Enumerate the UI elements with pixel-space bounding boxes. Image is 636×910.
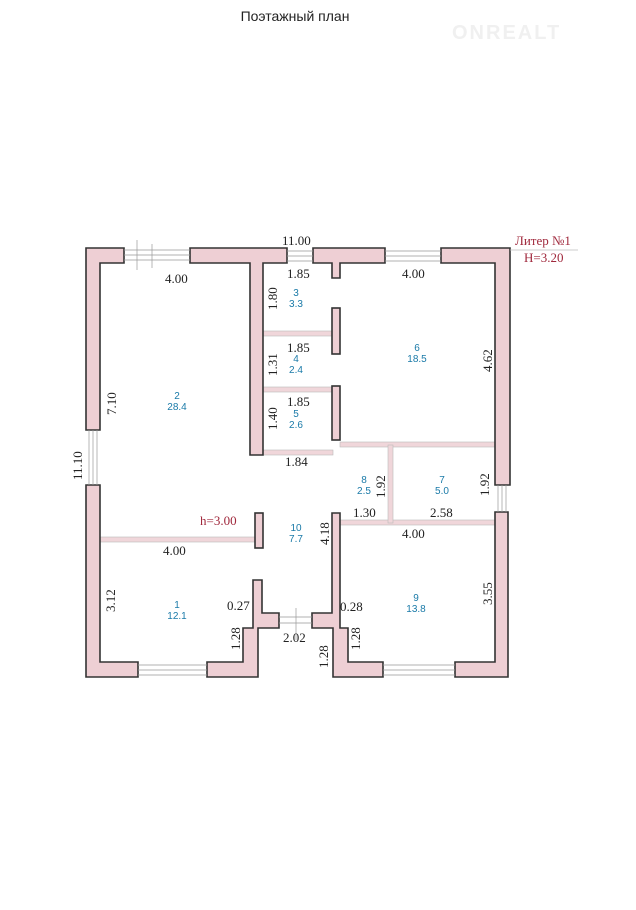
- window-lines: [385, 250, 441, 262]
- dim-total-width: 11.00: [282, 233, 311, 248]
- wall-segment: [85, 484, 139, 678]
- dim-r5-height: 1.40: [265, 407, 280, 430]
- dim-left-jog: 0.27: [227, 598, 250, 613]
- wall-segment: [331, 385, 341, 441]
- wall-segment: [331, 307, 341, 355]
- dim-r8-height: 1.92: [373, 475, 388, 498]
- dim-right-entry-1: 1.28: [316, 645, 331, 668]
- room-1-number: 1: [174, 600, 180, 611]
- window-lines: [279, 608, 312, 640]
- dim-r3-width: 1.85: [287, 266, 310, 281]
- windows: [88, 240, 507, 676]
- dim-r5-width: 1.85: [287, 394, 310, 409]
- room-9-area: 13.8: [406, 604, 426, 615]
- dim-entry-width: 2.02: [283, 630, 306, 645]
- wall-segment: [387, 444, 394, 524]
- room-6-number: 6: [414, 343, 420, 354]
- wall-segment: [262, 330, 334, 337]
- room-6-area: 18.5: [407, 354, 427, 365]
- liter-label: Литер №1: [515, 233, 571, 248]
- wall-segment: [254, 512, 264, 549]
- room-4-area: 2.4: [289, 365, 303, 376]
- dim-r6-height: 4.62: [480, 349, 495, 372]
- walls: [85, 247, 511, 678]
- wall-segment: [206, 579, 280, 678]
- page-title: Поэтажный план: [240, 8, 350, 24]
- room-5-number: 5: [293, 409, 299, 420]
- wall-segment: [339, 519, 496, 526]
- room-7-area: 5.0: [435, 486, 449, 497]
- window-lines: [497, 485, 507, 512]
- window-lines: [383, 664, 455, 676]
- window-lines: [138, 664, 207, 676]
- dim-r6-width: 4.00: [402, 266, 425, 281]
- room-8-number: 8: [361, 475, 367, 486]
- dim-r7-height: 1.92: [477, 473, 492, 496]
- wall-segment: [312, 247, 386, 279]
- window-lines: [88, 430, 98, 485]
- wall-segment: [311, 512, 384, 678]
- dim-r1-height: 3.12: [103, 589, 118, 612]
- dim-r4-height: 1.31: [265, 353, 280, 376]
- room-10-area: 7.7: [289, 534, 303, 545]
- dim-r7-width: 2.58: [430, 505, 453, 520]
- dim-r2-height: 7.10: [104, 392, 119, 415]
- room-3-area: 3.3: [289, 299, 303, 310]
- wall-segment: [189, 247, 288, 456]
- room-height-label: h=3.00: [200, 513, 237, 528]
- room-7-number: 7: [439, 475, 445, 486]
- dim-r8-width: 1.30: [353, 505, 376, 520]
- wall-segment: [454, 511, 509, 678]
- room-1-area: 12.1: [167, 611, 187, 622]
- dim-r9-width: 4.00: [402, 526, 425, 541]
- dim-left-entry: 1.28: [228, 627, 243, 650]
- window-lines: [124, 240, 190, 270]
- window-lines: [287, 250, 313, 262]
- room-3-number: 3: [293, 288, 299, 299]
- wall-segment: [339, 441, 496, 448]
- room-9-number: 9: [413, 593, 419, 604]
- wall-segment: [440, 247, 511, 486]
- dim-r4-width: 1.85: [287, 340, 310, 355]
- room-8-area: 2.5: [357, 486, 371, 497]
- room-10-number: 10: [290, 523, 302, 534]
- dim-right-entry-2: 1.28: [348, 627, 363, 650]
- dim-right-jog: 0.28: [340, 599, 363, 614]
- room-4-number: 4: [293, 354, 299, 365]
- watermark-logo: ONREALT: [452, 22, 562, 44]
- room-labels: 1 12.1 2 28.4 3 3.3 4 2.4 5 2.6 6 18.5 7…: [167, 288, 449, 622]
- room-5-area: 2.6: [289, 420, 303, 431]
- dim-total-height: 11.10: [70, 451, 85, 480]
- dim-r3-height: 1.80: [265, 287, 280, 310]
- wall-segment: [85, 247, 125, 431]
- dim-r1-width: 4.00: [163, 543, 186, 558]
- room-2-number: 2: [174, 391, 180, 402]
- dim-r10-height: 4.18: [317, 522, 332, 545]
- wall-segment: [262, 386, 334, 393]
- room-2-area: 28.4: [167, 402, 187, 413]
- dimension-labels: 11.00 4.00 7.10 11.10 1.85 1.80 1.85 1.3…: [70, 233, 495, 668]
- wall-segment: [99, 536, 256, 543]
- dim-r9-height: 3.55: [480, 582, 495, 605]
- dim-hall-width: 1.84: [285, 454, 308, 469]
- liter-height: H=3.20: [524, 250, 563, 265]
- dim-r2-width: 4.00: [165, 271, 188, 286]
